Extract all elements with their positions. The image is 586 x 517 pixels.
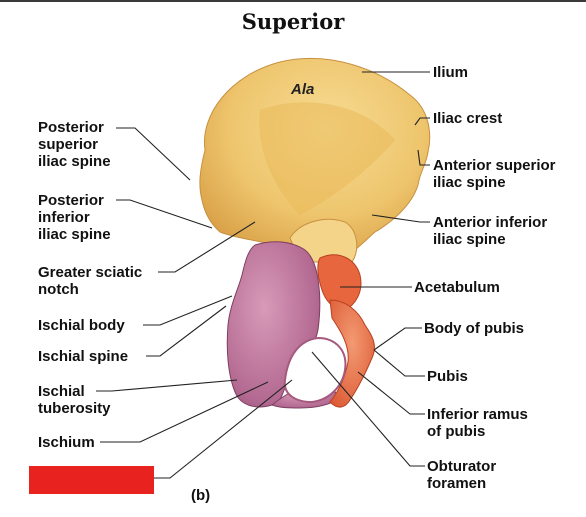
label-ischium: Ischium: [38, 434, 95, 451]
pubis-shape: [329, 299, 375, 408]
label-anterior-inferior-iliac-spine: Anterior inferior iliac spine: [433, 214, 548, 248]
redacted-label-box: [29, 466, 154, 494]
label-ischial-body: Ischial body: [38, 317, 125, 334]
label-pubis: Pubis: [427, 368, 468, 385]
figure-label: (b): [191, 487, 211, 504]
obturator-foramen-shape: [283, 336, 347, 404]
label-anterior-superior-iliac-spine: Anterior superior iliac spine: [433, 157, 556, 191]
label-acetabulum: Acetabulum: [414, 279, 500, 296]
label-body-of-pubis: Body of pubis: [424, 320, 524, 337]
leader-lines-right: [311, 71, 430, 467]
top-rule: [0, 0, 586, 2]
label-greater-sciatic-notch: Greater sciatic notch: [38, 264, 143, 298]
label-posterior-superior-iliac-spine: Posterior superior iliac spine: [38, 119, 111, 170]
leader-lines-left: [96, 127, 293, 479]
label-ilium: Ilium: [433, 64, 469, 81]
label-iliac-crest: Iliac crest: [433, 110, 503, 127]
label-obturator-foramen: Obturator foramen: [427, 458, 497, 492]
diagram-title: Superior: [241, 9, 345, 34]
label-ischial-tuberosity: Ischial tuberosity: [38, 383, 111, 417]
ala-shading: [259, 102, 395, 215]
label-ischial-spine: Ischial spine: [38, 348, 129, 365]
label-posterior-inferior-iliac-spine: Posterior inferior iliac spine: [38, 192, 111, 243]
label-inferior-ramus-of-pubis: Inferior ramus of pubis: [427, 406, 528, 440]
ala-label: Ala: [291, 81, 315, 98]
